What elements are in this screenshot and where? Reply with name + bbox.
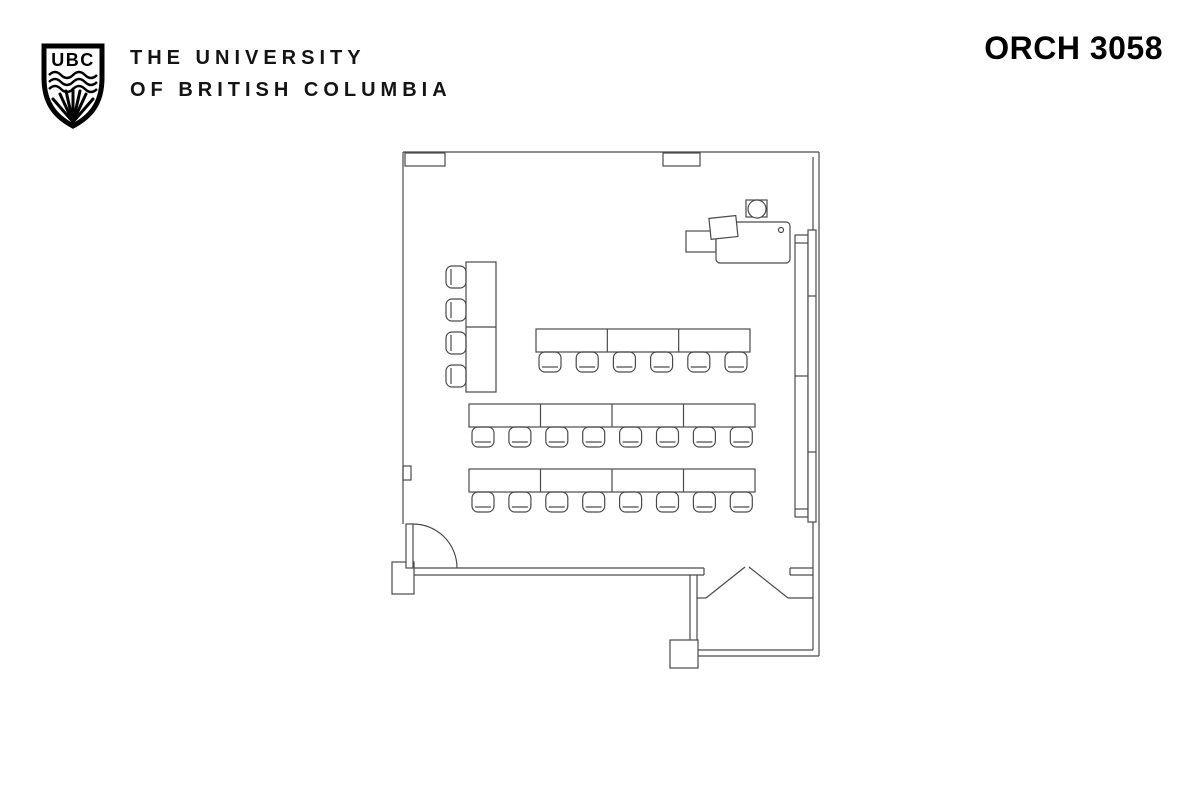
university-name: THE UNIVERSITY OF BRITISH COLUMBIA (130, 42, 452, 106)
ubc-logo: UBC (40, 42, 106, 130)
wall-recess-middle (662, 152, 701, 167)
chair (655, 491, 680, 513)
double-door-bottom (697, 566, 813, 599)
table-group (535, 328, 751, 353)
door-leaf-left (705, 566, 746, 599)
floorplan (385, 140, 830, 685)
chair (729, 491, 753, 513)
wall-recess-left (404, 152, 446, 167)
door-leaf (405, 523, 414, 569)
chair (445, 298, 467, 322)
chair (618, 426, 643, 448)
chair (649, 351, 674, 373)
table-group (468, 468, 756, 493)
chair (692, 426, 717, 448)
wall-panels (794, 229, 817, 523)
monitor (708, 214, 739, 240)
chair (545, 426, 569, 448)
table-group (465, 261, 497, 393)
entry-door-left (405, 523, 458, 569)
room-label: ORCH 3058 (984, 30, 1163, 66)
wall-notch (402, 465, 412, 481)
chair (508, 426, 532, 448)
chair (582, 426, 606, 448)
instructor-station (685, 199, 791, 264)
chair (724, 351, 748, 373)
university-name-line2: OF BRITISH COLUMBIA (130, 79, 452, 101)
chair (445, 331, 467, 355)
chair (508, 491, 532, 513)
chair (612, 351, 637, 373)
chair (687, 351, 711, 373)
logo-text: UBC (51, 50, 95, 70)
chair (471, 491, 495, 513)
chair (471, 426, 495, 448)
chair (618, 491, 643, 513)
chair (445, 364, 467, 388)
chair (545, 491, 569, 513)
stool (747, 199, 767, 219)
chair (729, 426, 753, 448)
chair (445, 265, 467, 289)
university-name-line1: THE UNIVERSITY (130, 47, 366, 69)
chair (692, 491, 717, 513)
chair (582, 491, 606, 513)
door-swing-arc (412, 523, 458, 569)
door-leaf-right (748, 566, 789, 599)
lectern-dot (777, 226, 785, 234)
logo-tree-icon (51, 87, 95, 124)
chair (575, 351, 599, 373)
furniture-layer (445, 261, 756, 513)
chair (655, 426, 680, 448)
wall-pier (391, 561, 415, 595)
rail-panel (807, 229, 817, 523)
ubc-shield-icon: UBC (41, 43, 105, 129)
column (669, 639, 699, 669)
table-group (468, 403, 756, 428)
chair (538, 351, 562, 373)
floorplan-drawing (391, 151, 820, 669)
